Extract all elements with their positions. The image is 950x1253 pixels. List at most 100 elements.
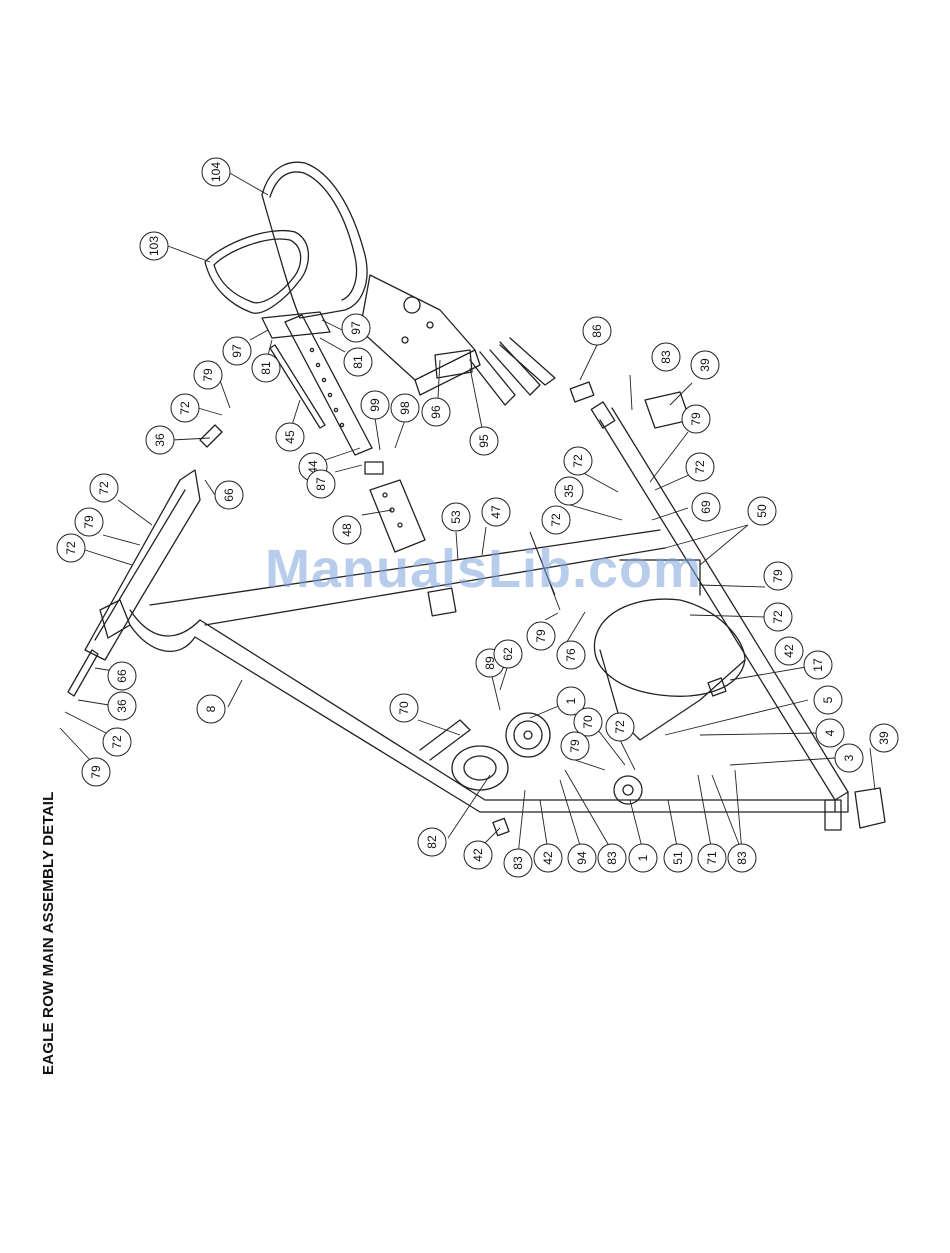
callout-bubble: 103 bbox=[140, 232, 168, 260]
callout-label: 47 bbox=[489, 505, 503, 519]
rear-support bbox=[420, 720, 508, 790]
callout-bubble: 4 bbox=[816, 719, 844, 747]
pulley-top bbox=[506, 713, 550, 757]
callout-bubble: 17 bbox=[804, 651, 832, 679]
callout-label: 45 bbox=[283, 430, 297, 444]
callout-bubble: 97 bbox=[223, 337, 251, 365]
callout-bubble: 72 bbox=[103, 728, 131, 756]
callout-label: 70 bbox=[581, 715, 595, 729]
callout-bubble: 72 bbox=[686, 453, 714, 481]
callout-label: 79 bbox=[82, 515, 96, 529]
callout-bubble: 94 bbox=[568, 844, 596, 872]
bracket-upper bbox=[570, 382, 594, 402]
callout-label: 17 bbox=[811, 658, 825, 672]
callout-bubble: 5 bbox=[814, 686, 842, 714]
callout-bubble: 71 bbox=[698, 844, 726, 872]
callout-label: 42 bbox=[782, 644, 796, 658]
footrest-shaft-lower bbox=[68, 650, 98, 696]
callout-bubble: 42 bbox=[775, 637, 803, 665]
callout-label: 82 bbox=[425, 835, 439, 849]
callout-bubble: 79 bbox=[82, 758, 110, 786]
callout-label: 81 bbox=[259, 361, 273, 375]
callout-bubble: 79 bbox=[682, 405, 710, 433]
callout-label: 79 bbox=[771, 569, 785, 583]
callout-bubble: 39 bbox=[870, 724, 898, 752]
callout-bubble: 99 bbox=[361, 391, 389, 419]
callout-bubble: 36 bbox=[108, 692, 136, 720]
callout-label: 95 bbox=[477, 434, 491, 448]
callout-label: 72 bbox=[97, 481, 111, 495]
callout-bubble: 66 bbox=[108, 662, 136, 690]
callout-label: 72 bbox=[178, 401, 192, 415]
callout-bubble: 72 bbox=[90, 474, 118, 502]
callout-label: 1 bbox=[564, 697, 578, 704]
seat-back bbox=[262, 162, 367, 318]
callout-bubble: 39 bbox=[691, 351, 719, 379]
callout-label: 62 bbox=[501, 647, 515, 661]
callout-label: 3 bbox=[842, 754, 856, 761]
callout-bubble: 98 bbox=[391, 394, 419, 422]
callout-label: 98 bbox=[398, 401, 412, 415]
seat-mount-plate bbox=[262, 312, 330, 338]
watermark: ManualsLib.com bbox=[265, 538, 702, 600]
callout-label: 97 bbox=[349, 321, 363, 335]
callout-bubble: 83 bbox=[504, 849, 532, 877]
callout-label: 81 bbox=[351, 355, 365, 369]
callout-label: 87 bbox=[314, 477, 328, 491]
frame-tube-lower bbox=[130, 610, 835, 812]
callout-label: 72 bbox=[613, 720, 627, 734]
callout-label: 35 bbox=[562, 484, 576, 498]
callout-label: 94 bbox=[575, 851, 589, 865]
callout-bubble: 70 bbox=[390, 694, 418, 722]
callout-label: 72 bbox=[549, 513, 563, 527]
callout-label: 39 bbox=[698, 358, 712, 372]
callout-label: 104 bbox=[209, 162, 223, 182]
seat-handles bbox=[470, 338, 555, 405]
callout-label: 79 bbox=[568, 739, 582, 753]
callout-bubble: 50 bbox=[748, 497, 776, 525]
callout-label: 86 bbox=[590, 324, 604, 338]
callout-label: 99 bbox=[368, 398, 382, 412]
callout-bubble: 96 bbox=[422, 398, 450, 426]
callout-label: 39 bbox=[877, 731, 891, 745]
callout-label: 8 bbox=[204, 705, 218, 712]
callout-group: 104 103 97 97 81 81 79 72 36 45 99 98 44… bbox=[57, 158, 898, 877]
callout-label: 72 bbox=[571, 454, 585, 468]
callout-bubble: 42 bbox=[534, 844, 562, 872]
callout-bubble: 87 bbox=[307, 470, 335, 498]
callout-label: 53 bbox=[449, 510, 463, 524]
callout-bubble: 81 bbox=[252, 354, 280, 382]
callout-label: 96 bbox=[429, 405, 443, 419]
callout-bubble: 79 bbox=[561, 732, 589, 760]
callout-bubble: 72 bbox=[564, 447, 592, 475]
callout-bubble: 82 bbox=[418, 828, 446, 856]
callout-label: 42 bbox=[541, 851, 555, 865]
callout-bubble: 72 bbox=[764, 603, 792, 631]
footrest-shaft-upper bbox=[200, 425, 222, 447]
callout-bubble: 36 bbox=[146, 426, 174, 454]
callout-label: 79 bbox=[201, 368, 215, 382]
callout-label: 69 bbox=[699, 500, 713, 514]
callout-bubble: 53 bbox=[442, 503, 470, 531]
callout-bubble: 35 bbox=[555, 477, 583, 505]
callout-bubble: 62 bbox=[494, 640, 522, 668]
callout-label: 83 bbox=[605, 851, 619, 865]
callout-bubble: 81 bbox=[344, 348, 372, 376]
callout-bubble: 3 bbox=[835, 744, 863, 772]
callout-bubble: 95 bbox=[470, 427, 498, 455]
callout-label: 72 bbox=[64, 541, 78, 555]
callout-label: 83 bbox=[511, 856, 525, 870]
callout-bubble: 83 bbox=[598, 844, 626, 872]
callout-label: 66 bbox=[222, 488, 236, 502]
callout-label: 51 bbox=[671, 851, 685, 865]
callout-bubble: 79 bbox=[194, 361, 222, 389]
callout-bubble: 83 bbox=[652, 343, 680, 371]
frame-rail-right bbox=[600, 408, 848, 812]
page-title: EAGLE ROW MAIN ASSEMBLY DETAIL bbox=[40, 791, 57, 1075]
callout-bubble: 76 bbox=[557, 641, 585, 669]
callout-bubble: 72 bbox=[171, 394, 199, 422]
end-cap-bottom bbox=[825, 800, 841, 830]
base-plate-bottom bbox=[855, 788, 885, 828]
seat-carriage bbox=[360, 275, 480, 395]
